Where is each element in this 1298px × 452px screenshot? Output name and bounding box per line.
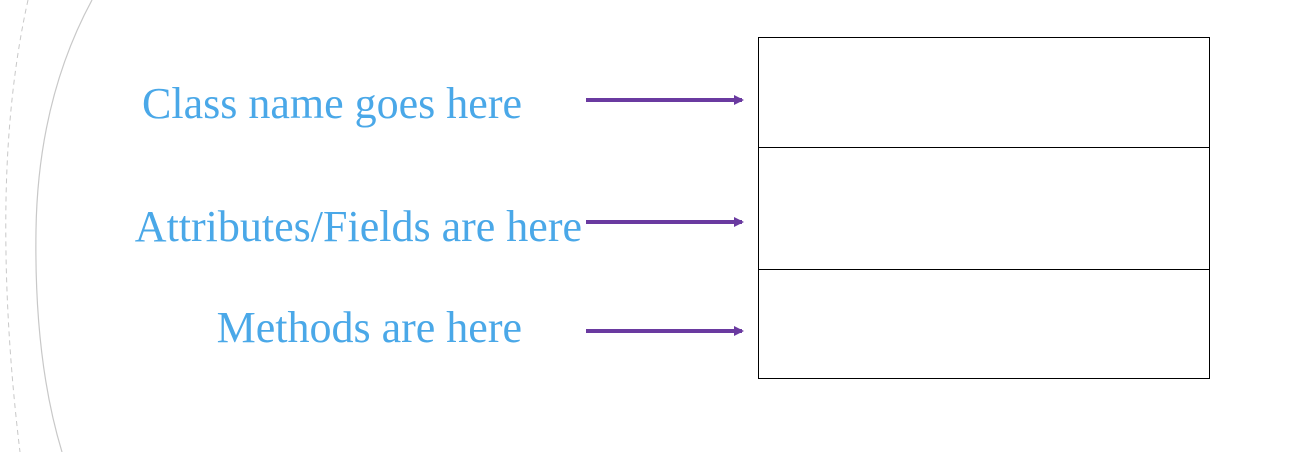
decorative-curve-dashed (5, 0, 29, 452)
attributes-label: Attributes/Fields are here (134, 202, 582, 251)
methods-compartment (759, 270, 1209, 378)
class-name-label: Class name goes here (142, 79, 522, 128)
methods-label: Methods are here (216, 303, 522, 352)
uml-class-box (758, 37, 1210, 379)
decorative-curves (5, 0, 93, 452)
decorative-curve-solid (35, 0, 93, 452)
class-name-compartment (759, 38, 1209, 148)
attributes-compartment (759, 148, 1209, 270)
